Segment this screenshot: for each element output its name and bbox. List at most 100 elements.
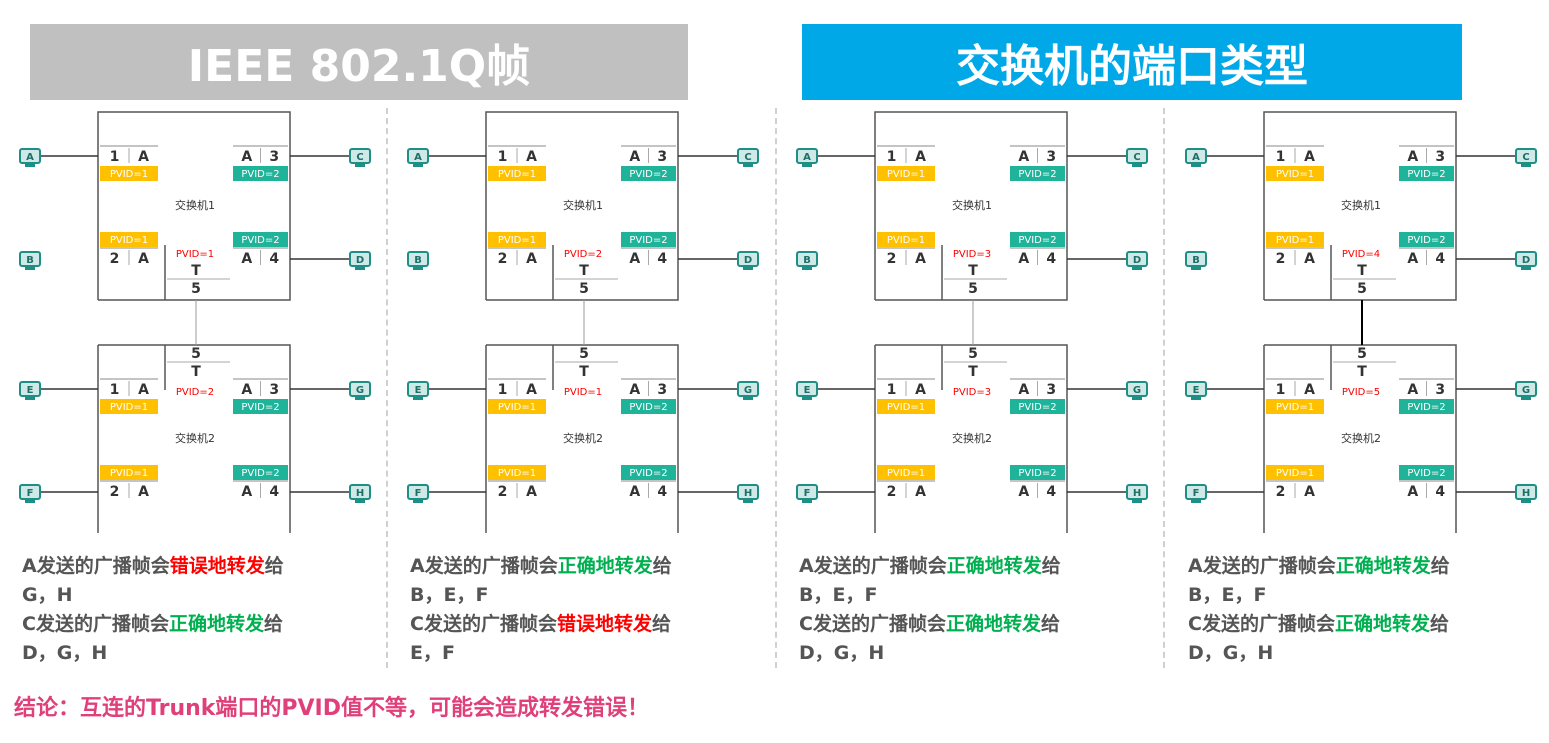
sw2-port1-pvid-bg [1266, 399, 1324, 414]
sw2-trunk-pvid: PVID=3 [953, 387, 991, 398]
host-f: F [407, 484, 429, 503]
host-f: F [1185, 484, 1207, 503]
sw2-port4-second: 4 [1435, 484, 1445, 500]
sw1-port2-first: 2 [110, 251, 120, 267]
host-c: C [349, 148, 371, 167]
host-g-label: G [744, 385, 752, 396]
sw1-port2-second: A [1304, 251, 1315, 267]
host-a-label: A [26, 152, 34, 163]
caption-l1-pre: A发送的广播帧会 [22, 555, 170, 577]
caption-l1-post: 给 [264, 555, 284, 577]
sw1-trunk-type: T [1357, 263, 1367, 279]
sw2-port4-pvid: PVID=2 [241, 468, 279, 479]
sw2-port1-second: A [915, 382, 926, 398]
host-h-label: H [1133, 488, 1141, 499]
caption-l3-pre: C发送的广播帧会 [799, 613, 946, 635]
host-d-label: D [744, 255, 752, 266]
sw2-port2-second: A [138, 484, 149, 500]
host-c-label: C [1522, 152, 1529, 163]
sw2-port3-pvid: PVID=2 [241, 402, 279, 413]
sw1-port1-pvid-bg [877, 166, 935, 181]
sw2-port4-second: 4 [657, 484, 667, 500]
banner-switch-port-types: 交换机的端口类型 [802, 24, 1462, 100]
caption-l3-hl: 正确地转发 [945, 613, 1041, 635]
sw2-port1-pvid: PVID=1 [498, 402, 536, 413]
caption-l3-post: 给 [651, 613, 671, 635]
host-f: F [796, 484, 818, 503]
sw1-port1-first: 1 [110, 149, 120, 165]
sw1-port3-pvid: PVID=2 [241, 169, 279, 180]
sw1-port4-first: A [1407, 251, 1418, 267]
caption-l1-hl: 正确地转发 [557, 555, 653, 577]
host-e-label: E [804, 385, 811, 396]
sw2-port2-second: A [915, 484, 926, 500]
sw1-port1-pvid: PVID=1 [110, 169, 148, 180]
sw1-port2-pvid: PVID=1 [1276, 235, 1314, 246]
sw1-port3-pvid: PVID=2 [629, 169, 667, 180]
sw2-port2-pvid: PVID=1 [1276, 468, 1314, 479]
sw1-port1-first: 1 [1276, 149, 1286, 165]
sw1-port3-pvid-bg [233, 166, 288, 181]
panel-divider [775, 108, 777, 668]
sw2-port1-second: A [138, 382, 149, 398]
sw1-port4-pvid: PVID=2 [241, 235, 279, 246]
sw1-port1-second: A [915, 149, 926, 165]
sw1-trunk-port: 5 [579, 281, 589, 297]
caption-l1-hl: 错误地转发 [169, 555, 265, 577]
switch1-label: 交换机1 [563, 198, 603, 212]
sw2-port1-first: 1 [498, 382, 508, 398]
sw2-port3-pvid: PVID=2 [629, 402, 667, 413]
sw1-port3-second: 3 [657, 149, 667, 165]
switch2-frame [97, 344, 291, 533]
host-a: A [19, 148, 41, 167]
sw1-trunk-pvid: PVID=4 [1342, 249, 1380, 260]
sw2-port2-pvid-bg [1266, 465, 1324, 480]
sw1-port1-second: A [526, 149, 537, 165]
host-b-label: B [1192, 255, 1200, 266]
sw1-port1-first: 1 [887, 149, 897, 165]
host-c: C [1515, 148, 1537, 167]
sw1-port3-second: 3 [1435, 149, 1445, 165]
sw2-port1-pvid: PVID=1 [887, 402, 925, 413]
sw1-port4-first: A [1018, 251, 1029, 267]
caption-l1-post: 给 [1041, 555, 1061, 577]
sw1-port1-first: 1 [498, 149, 508, 165]
host-e-label: E [27, 385, 34, 396]
sw2-port3-pvid: PVID=2 [1407, 402, 1445, 413]
host-e: E [407, 381, 429, 400]
host-g: G [1126, 381, 1148, 400]
caption-l3-post: 给 [263, 613, 283, 635]
caption-l4: D，G，H [1188, 642, 1274, 664]
sw1-port3-second: 3 [1046, 149, 1056, 165]
switch2-label: 交换机2 [563, 431, 603, 445]
switch1-label: 交换机1 [1341, 198, 1381, 212]
sw2-trunk-pvid: PVID=5 [1342, 387, 1380, 398]
sw2-port3-first: A [1407, 382, 1418, 398]
sw2-port4-first: A [241, 484, 252, 500]
host-h-label: H [356, 488, 364, 499]
sw2-port2-pvid-bg [100, 465, 158, 480]
sw2-port4-pvid-bg [233, 465, 288, 480]
host-d: D [737, 251, 759, 270]
sw1-trunk-type: T [968, 263, 978, 279]
sw1-port2-first: 2 [1276, 251, 1286, 267]
caption-l1-hl: 正确地转发 [1335, 555, 1431, 577]
host-b-label: B [803, 255, 811, 266]
sw2-port3-pvid-bg [1399, 399, 1454, 414]
host-b: B [1185, 251, 1207, 270]
switch2-frame [874, 344, 1068, 533]
sw2-port1-pvid-bg [877, 399, 935, 414]
host-d-label: D [1133, 255, 1141, 266]
panel-divider [1163, 108, 1165, 668]
host-h: H [1126, 484, 1148, 503]
sw1-trunk-port: 5 [191, 281, 201, 297]
sw2-port3-second: 3 [657, 382, 667, 398]
switch1-frame [1263, 111, 1457, 301]
caption-l3-hl: 错误地转发 [556, 613, 652, 635]
sw1-trunk-type: T [191, 263, 201, 279]
sw2-port1-second: A [526, 382, 537, 398]
sw2-port4-pvid-bg [1010, 465, 1065, 480]
sw1-port4-second: 4 [1046, 251, 1056, 267]
